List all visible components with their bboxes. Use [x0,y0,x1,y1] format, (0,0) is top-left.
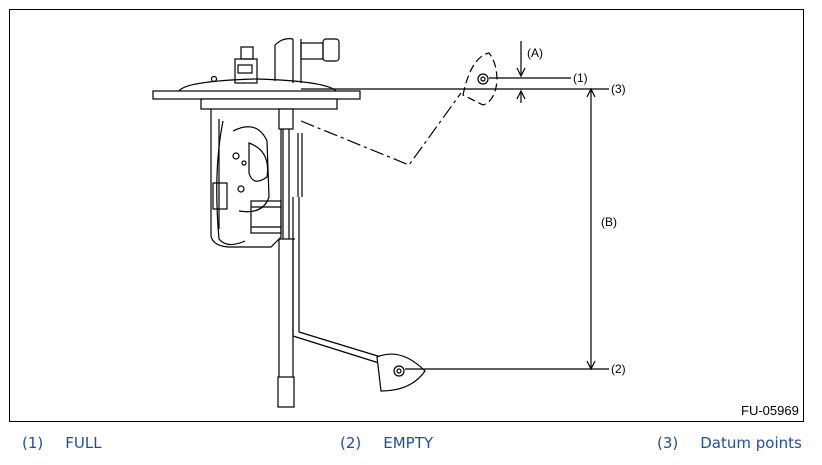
callout-a: (A) [527,46,543,60]
fuel-pump-diagram: (A) (1) (3) (B) (2) FU-05969 [152,38,799,418]
pump-body [200,98,338,110]
callout-empty: (2) [611,362,626,376]
sender-rod [278,239,294,377]
legend-item-full: (1)FULL [22,434,102,452]
pump-flange [152,90,361,100]
legend-item-empty: (2)EMPTY [340,434,434,452]
float-arm-empty [292,197,382,364]
sender-stem [278,108,294,130]
callout-full: (1) [573,71,588,85]
callout-b: (B) [601,215,617,229]
legend-item-datum: (3)Datum points [657,434,802,452]
legend: (1)FULL (2)EMPTY (3)Datum points [0,434,822,460]
diagram-frame: (A) (1) (3) (B) (2) FU-05969 [9,9,804,422]
pump-connector-lower [250,200,282,234]
callout-datum: (3) [611,82,626,96]
flange-dome [178,78,337,92]
fuel-hose [274,38,294,83]
float-arm-full [300,92,462,166]
float-full [462,52,498,106]
pump-housing [210,109,282,248]
figure-code: FU-05969 [741,403,799,418]
